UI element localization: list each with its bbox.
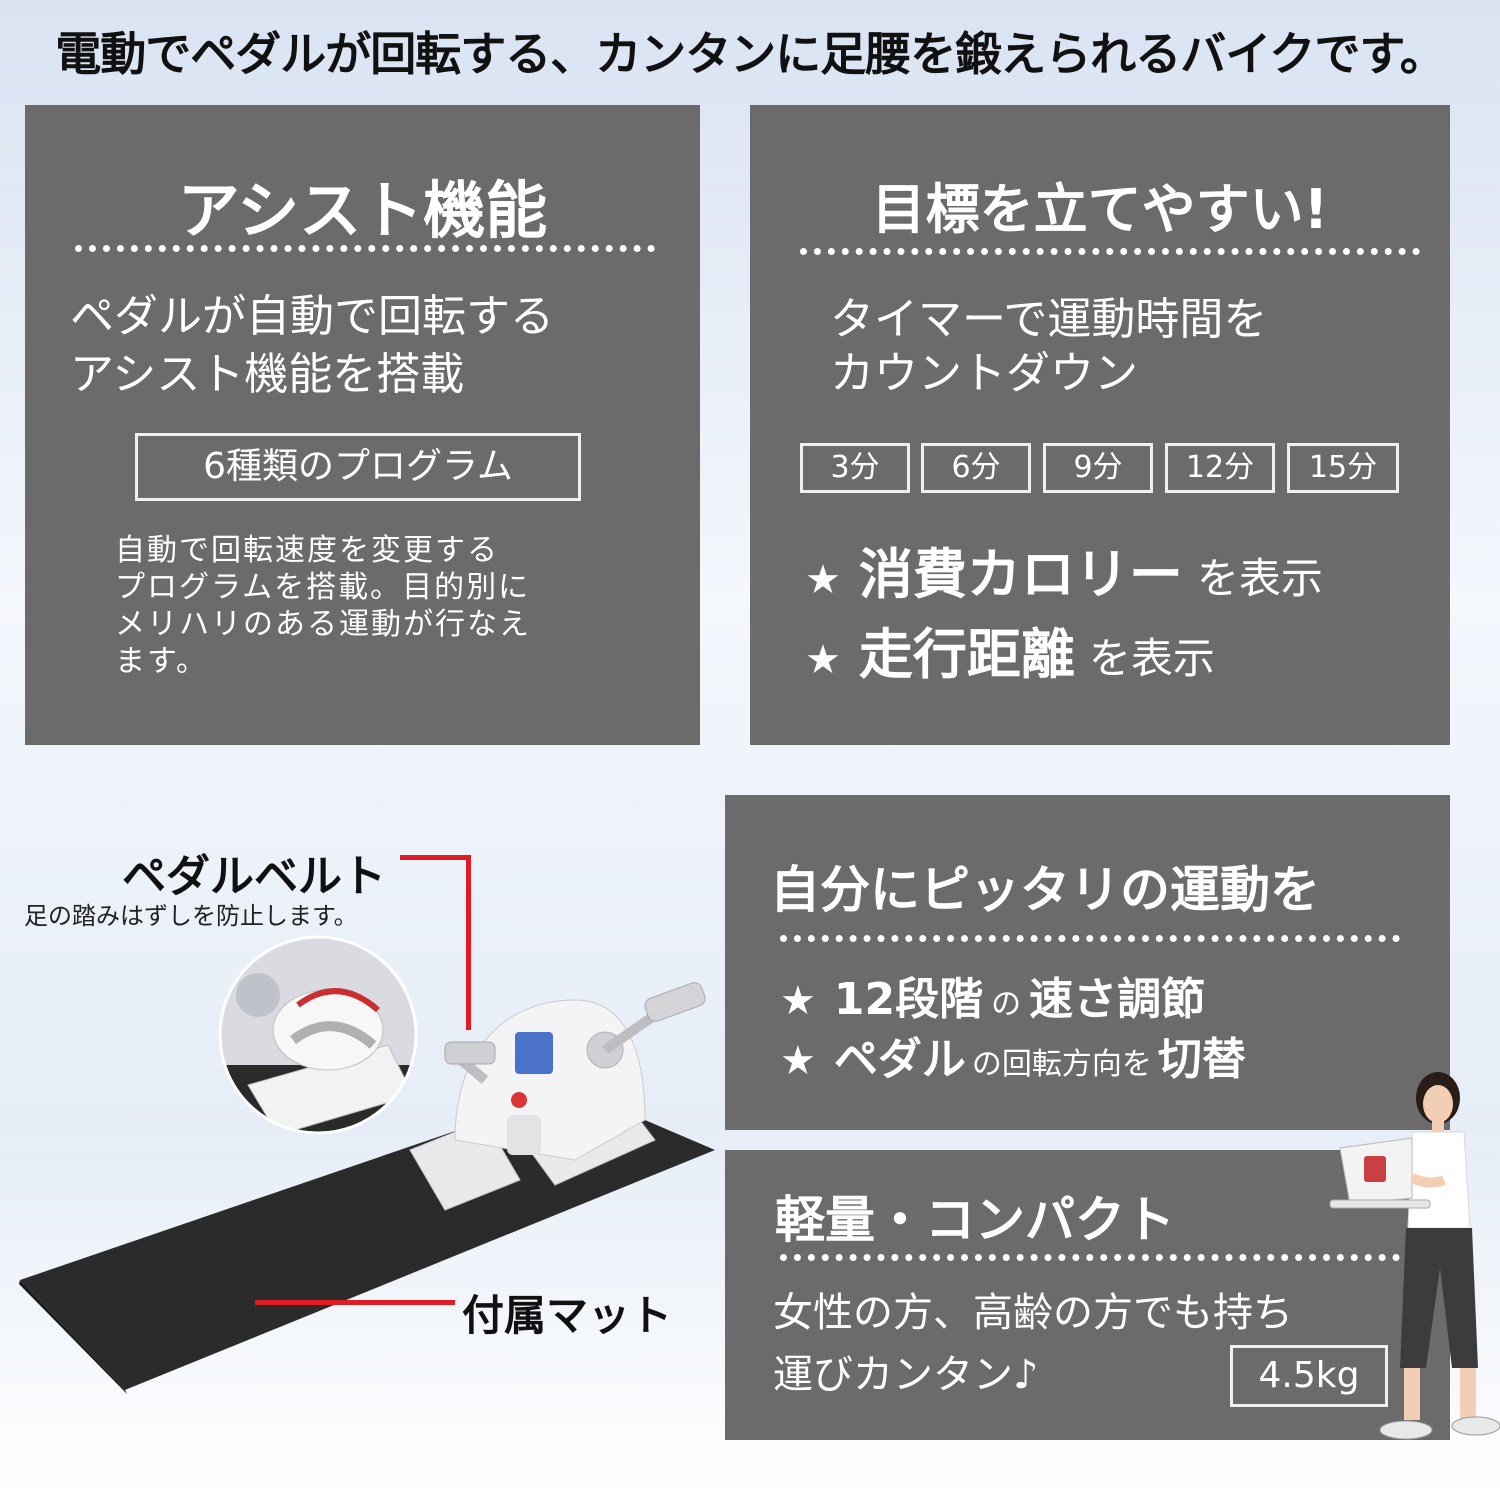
distance-suffix: を表示	[1088, 634, 1215, 683]
compact-desc-line2: 運びカンタン♪	[773, 1352, 1039, 1398]
goal-divider	[800, 248, 1420, 255]
goal-title: 目標を立てやすい!	[871, 178, 1329, 241]
star-icon: ★	[805, 637, 841, 683]
assist-panel: アシスト機能 ペダルが自動で回転する アシスト機能を搭載 6種類のプログラム 自…	[25, 105, 700, 745]
included-mat-leader	[255, 1300, 455, 1305]
fit-item-direction: ★ ペダルの回転方向を切替	[780, 1023, 1246, 1087]
star-icon: ★	[805, 557, 841, 603]
assist-title: アシスト機能	[177, 174, 548, 247]
star-icon: ★	[780, 1038, 816, 1084]
woman-carrying-bike-illustration	[1329, 1072, 1500, 1440]
calories-suffix: を表示	[1196, 554, 1323, 603]
pedal-word: ペダル	[833, 1034, 966, 1085]
compact-desc-line1: 女性の方、高齢の方でも持ち	[773, 1290, 1293, 1336]
speed-adjust: 速さ調節	[1029, 974, 1206, 1025]
goal-feature-calories: ★ 消費カロリーを表示	[805, 530, 1323, 609]
pedal-bike-with-mat-illustration	[19, 982, 715, 1394]
calories-label: 消費カロリー	[858, 543, 1183, 606]
goal-panel: 目標を立てやすい! タイマーで運動時間を カウントダウン 3分 6分 9分 12…	[750, 105, 1450, 745]
included-mat-label: 付属マット	[462, 1291, 673, 1340]
direction-text: の回転方向を	[971, 1047, 1152, 1082]
timer-15min: 15分	[1287, 443, 1399, 493]
assist-desc-line1: ペダルが自動で回転する	[70, 291, 554, 342]
fit-panel: 自分にピッタリの運動を ★ 12段階の速さ調節 ★ ペダルの回転方向を切替	[725, 795, 1450, 1130]
weight-box: 4.5kg	[1230, 1345, 1388, 1407]
pedal-belt-closeup-illustration	[218, 935, 418, 1135]
page-headline: 電動でペダルが回転する、カンタンに足腰を鍛えられるバイクです。	[55, 27, 1445, 81]
goal-desc-line2: カウントダウン	[830, 348, 1138, 399]
timer-12min: 12分	[1165, 443, 1275, 493]
goal-feature-distance: ★ 走行距離を表示	[805, 610, 1215, 689]
compact-title: 軽量・コンパクト	[775, 1191, 1175, 1249]
pedal-belt-leader-horizontal	[400, 855, 470, 860]
goal-desc-line1: タイマーで運動時間を	[830, 294, 1268, 345]
timer-9min: 9分	[1043, 443, 1153, 493]
pedal-belt-description: 足の踏みはずしを防止します。	[24, 902, 358, 930]
fit-item-speed: ★ 12段階の速さ調節	[780, 963, 1205, 1027]
star-icon: ★	[780, 978, 816, 1024]
timer-6min: 6分	[921, 443, 1031, 493]
pedal-belt-label: ペダルベルト	[122, 851, 386, 902]
assist-desc-line2: アシスト機能を搭載	[70, 349, 465, 400]
pedal-belt-leader-vertical	[466, 855, 471, 1030]
speed-levels: 12段階	[833, 974, 984, 1025]
speed-particle: の	[991, 987, 1022, 1022]
program-count-box: 6種類のプログラム	[135, 433, 581, 501]
assist-note-line3: メリハリのある運動が行なえ	[115, 607, 531, 642]
assist-note-line2: プログラムを搭載。目的別に	[115, 570, 531, 605]
assist-divider	[75, 245, 655, 252]
fit-divider	[780, 935, 1400, 942]
assist-note-line1: 自動で回転速度を変更する	[115, 533, 499, 568]
timer-3min: 3分	[800, 443, 910, 493]
distance-label: 走行距離	[858, 623, 1075, 686]
compact-divider	[780, 1254, 1400, 1261]
compact-panel: 軽量・コンパクト 女性の方、高齢の方でも持ち 運びカンタン♪ 4.5kg	[725, 1150, 1450, 1440]
assist-note-line4: ます。	[115, 644, 208, 679]
switch-word: 切替	[1157, 1034, 1246, 1085]
fit-title: 自分にピッタリの運動を	[770, 861, 1320, 919]
